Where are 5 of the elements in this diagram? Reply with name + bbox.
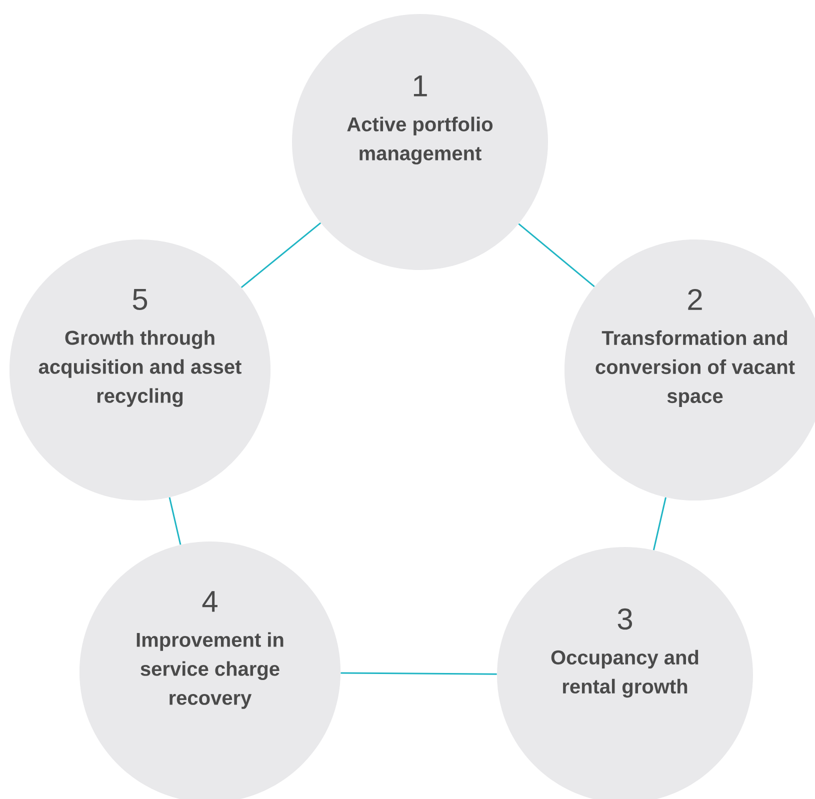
connector-line <box>240 222 322 288</box>
connector-line <box>340 672 497 675</box>
connector-line <box>168 497 182 545</box>
connector-line <box>518 223 595 288</box>
connector-line <box>652 497 666 550</box>
